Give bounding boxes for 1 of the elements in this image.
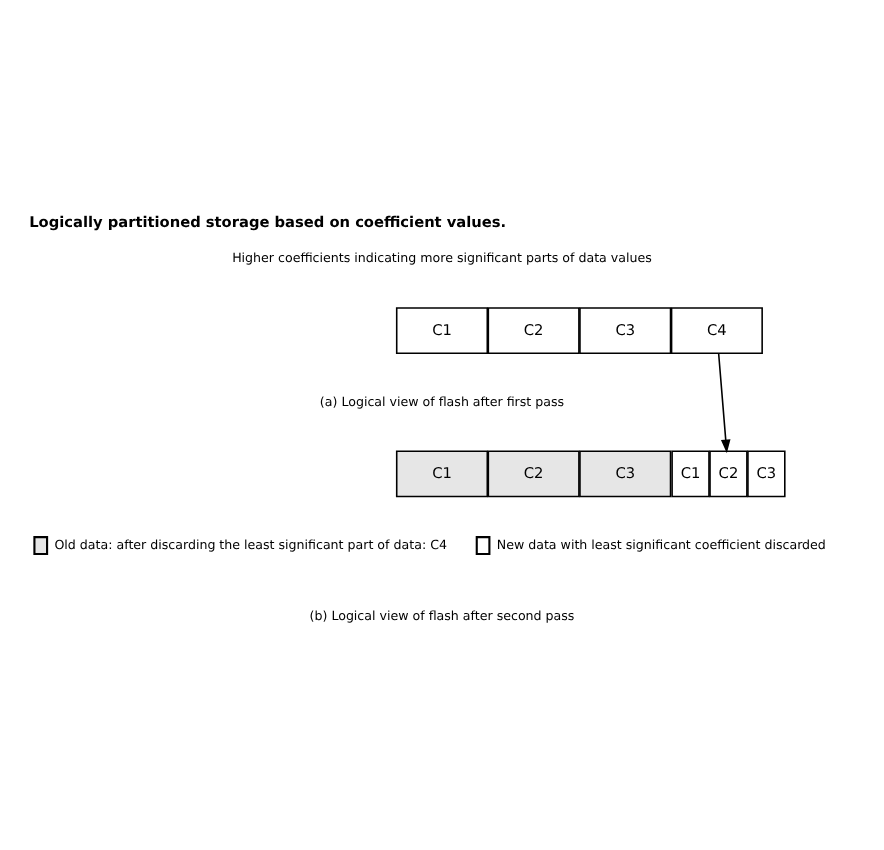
arrow bbox=[717, 351, 731, 453]
